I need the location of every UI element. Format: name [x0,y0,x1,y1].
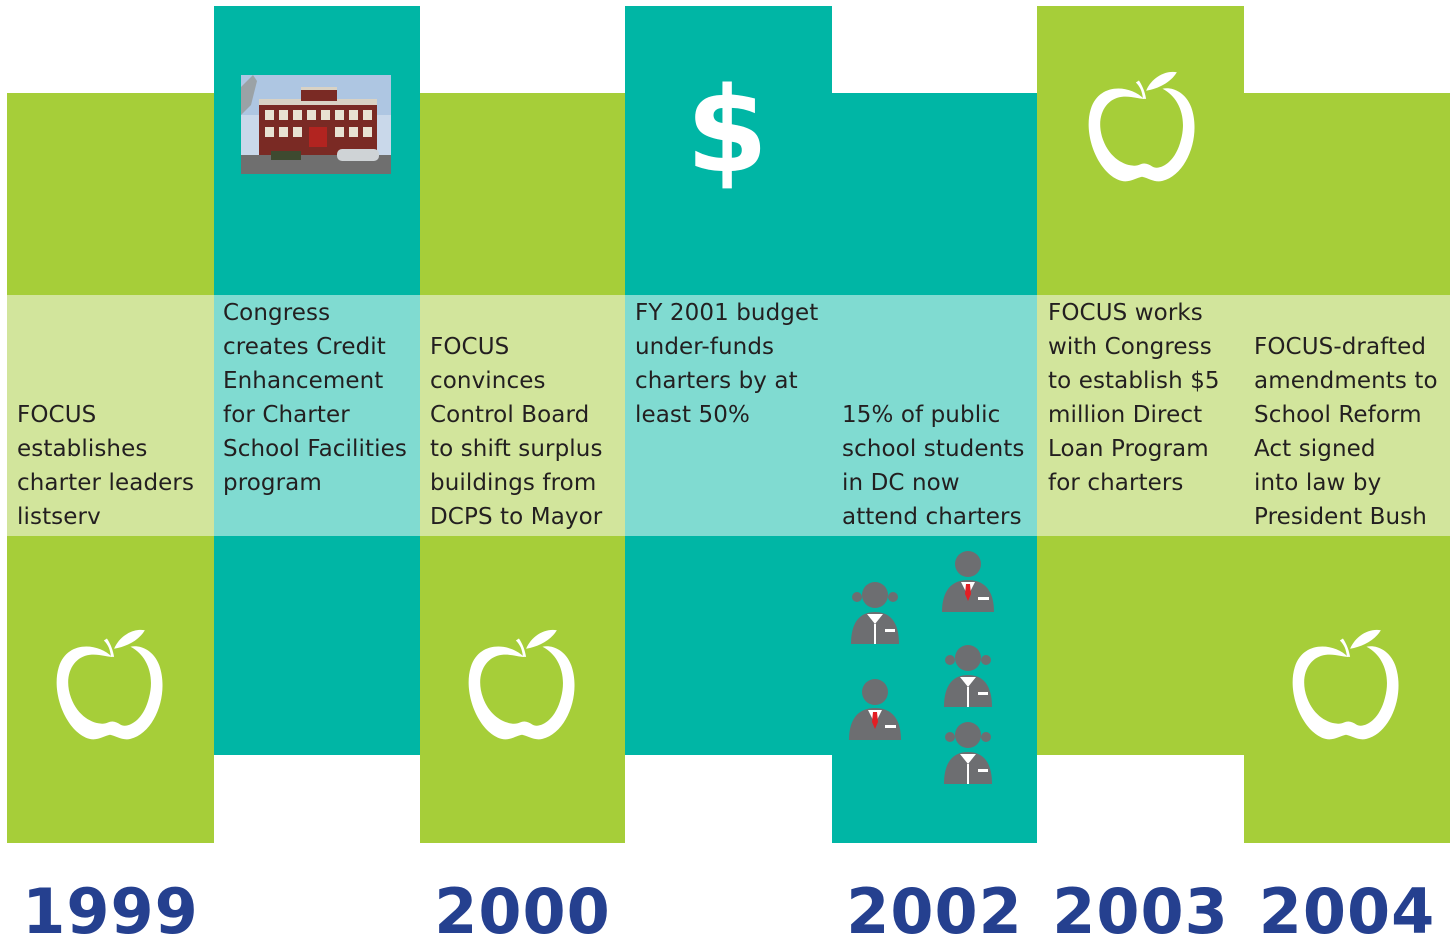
student-icon [944,645,992,707]
event-text: FOCUS works with Congress to establish $… [1048,300,1220,496]
student-icon [851,582,899,644]
text-band [420,295,625,536]
year-label: 2002 [846,875,1023,948]
apple-icon [56,629,163,740]
event-text: Congress creates Credit Enhancement for … [223,300,407,496]
event-text: FOCUS-drafted amendments to School Refor… [1254,334,1438,530]
year-label: 2004 [1258,875,1436,948]
event-text: FY 2001 budget under-funds charters by a… [635,300,819,428]
text-band [214,295,420,536]
event-text: FOCUS establishes charter leaders listse… [17,402,195,530]
year-label: 2003 [1052,875,1229,948]
student-icon [849,679,901,740]
dollar-icon: $ [685,61,769,199]
apple-icon [1292,629,1399,740]
apple-icon [468,629,575,740]
year-label: 1999 [22,875,199,948]
apple-icon [1088,71,1195,182]
event-text: FOCUS convinces Control Board to shift s… [430,334,603,530]
text-band [7,295,214,536]
event-text: 15% of public school students in DC now … [842,402,1025,530]
year-label: 2000 [434,875,611,948]
student-icon [942,551,994,612]
text-band [625,295,1037,536]
school-building-photo [241,75,391,174]
text-band [1037,295,1450,536]
student-icon [944,722,992,784]
